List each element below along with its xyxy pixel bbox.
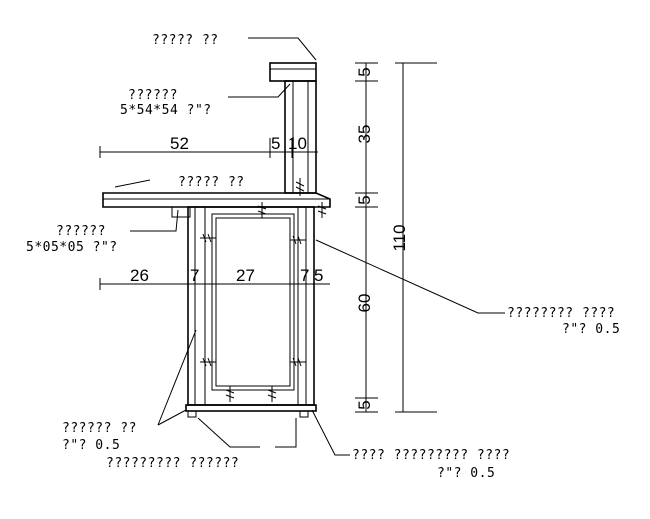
dim-seg-mid: 27 — [236, 266, 255, 285]
dim-v-total: 110 — [390, 224, 409, 251]
label-upper-post: ?????? — [128, 88, 178, 103]
dim-v-mid: 5 — [355, 195, 374, 204]
countertop-shape — [102, 192, 331, 208]
countertop-assembly — [102, 192, 331, 218]
label-base-left-thk: ?"? 0.5 — [62, 438, 120, 453]
lower-post-cap — [171, 206, 191, 218]
label-bottom-right-thk: ?"? 0.5 — [437, 466, 495, 481]
dim-v-upper: 35 — [355, 125, 374, 144]
dim-seg-left: 26 — [130, 266, 149, 285]
base-plinth — [185, 404, 317, 412]
dim-post-b: 10 — [288, 134, 307, 153]
label-lower-post: ?????? — [56, 224, 106, 239]
dim-post-a: 5 — [271, 134, 280, 153]
label-lower-post-size: 5*05*05 ?"? — [26, 240, 118, 255]
label-bottom-right: ???? ????????? ???? — [352, 448, 510, 463]
dim-seg-r1: 7 — [300, 266, 309, 285]
top-cap-shape — [269, 62, 317, 82]
dim-seg-post: 7 — [190, 266, 199, 285]
label-side-panel: ???????? ???? — [507, 306, 615, 321]
label-base-left: ?????? ?? — [62, 421, 137, 436]
horizontal-dimensions — [99, 138, 330, 290]
dim-v-bottom: 5 — [355, 400, 374, 409]
cabinet-outer — [187, 206, 315, 406]
cabinet-inner-panel — [211, 213, 295, 391]
label-countertop: ????? ?? — [178, 175, 245, 190]
label-base-left-bottom: ????????? ?????? — [106, 456, 239, 471]
dim-v-top: 5 — [355, 67, 374, 76]
label-top-cap: ????? ?? — [152, 33, 219, 48]
upper-post-assembly — [269, 62, 317, 196]
leader-lines — [114, 37, 505, 456]
label-side-panel-thk: ?"? 0.5 — [562, 322, 620, 337]
label-upper-post-size: 5*54*54 ?"? — [120, 103, 212, 118]
dim-seg-r2: 5 — [314, 266, 323, 285]
cabinet-body — [185, 202, 327, 418]
dim-top-width: 52 — [170, 134, 189, 153]
screw-icon — [200, 202, 327, 402]
dim-v-lower: 60 — [355, 294, 374, 313]
vertical-dimensions — [355, 62, 437, 413]
